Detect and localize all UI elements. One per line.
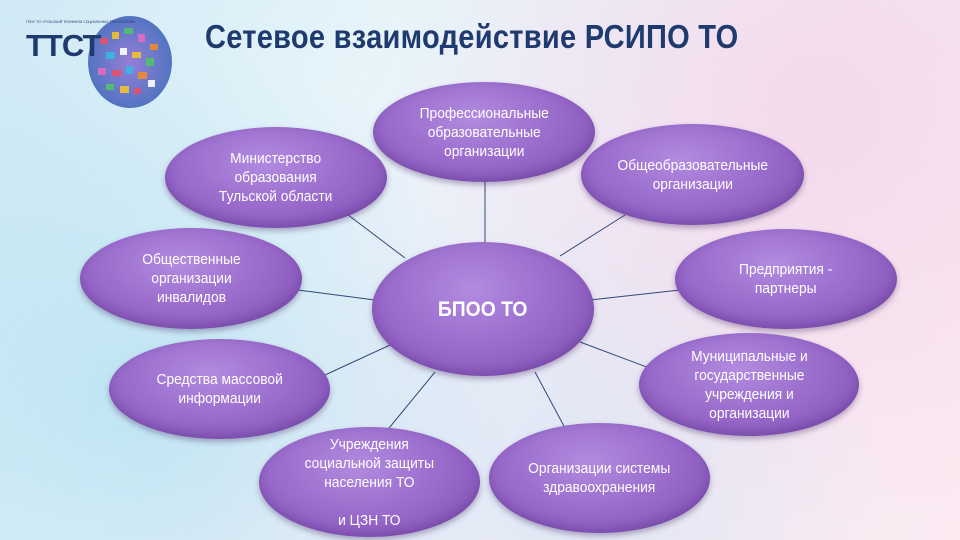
- connector-social: [384, 371, 436, 434]
- node-enterprises: Предприятия - партнеры: [675, 229, 897, 329]
- connector-public: [297, 289, 376, 301]
- node-healthcare: Организации системы здравоохранения: [489, 423, 710, 533]
- connector-enterprises: [589, 289, 681, 301]
- node-media-label: Средства массовой информации: [156, 371, 283, 407]
- logo-text: ТТСТ: [26, 28, 101, 63]
- node-social: Учреждения социальной защиты населения Т…: [259, 427, 480, 537]
- node-ministry: Министерство образования Тульской област…: [165, 127, 387, 228]
- node-center: БПОО ТО: [372, 242, 594, 376]
- node-healthcare-label: Организации системы здравоохранения: [528, 460, 671, 496]
- connector-healthcare: [534, 371, 566, 429]
- logo: ГПОУ ТО «ТУЛЬСКИЙ ТЕХНИКУМ СОЦИАЛЬНЫХ ТЕ…: [18, 8, 173, 108]
- node-general: Общеобразовательные организации: [581, 124, 804, 225]
- node-ministry-label: Министерство образования Тульской област…: [219, 150, 333, 205]
- connector-general: [559, 214, 626, 257]
- node-professional-label: Профессиональные образовательные организ…: [419, 104, 549, 160]
- node-media: Средства массовой информации: [109, 339, 330, 439]
- logo-mosaic-icon: [88, 16, 172, 108]
- node-public-label: Общественные организации инвалидов: [141, 251, 241, 306]
- node-municipal: Муниципальные и государственные учрежден…: [639, 333, 859, 436]
- logo-subtext: ГПОУ ТО «ТУЛЬСКИЙ ТЕХНИКУМ СОЦИАЛЬНЫХ ТЕ…: [26, 20, 136, 24]
- node-municipal-label: Муниципальные и государственные учрежден…: [690, 347, 808, 422]
- node-public: Общественные организации инвалидов: [80, 228, 302, 329]
- node-professional: Профессиональные образовательные организ…: [373, 82, 595, 182]
- connector-media: [324, 344, 391, 376]
- node-enterprises-label: Предприятия - партнеры: [739, 261, 833, 297]
- node-general-label: Общеобразовательные организации: [617, 156, 768, 193]
- center-label: БПОО ТО: [438, 297, 528, 321]
- node-social-label: Учреждения социальной защиты населения Т…: [304, 435, 435, 529]
- page-title: Сетевое взаимодействие РСИПО ТО: [205, 18, 739, 55]
